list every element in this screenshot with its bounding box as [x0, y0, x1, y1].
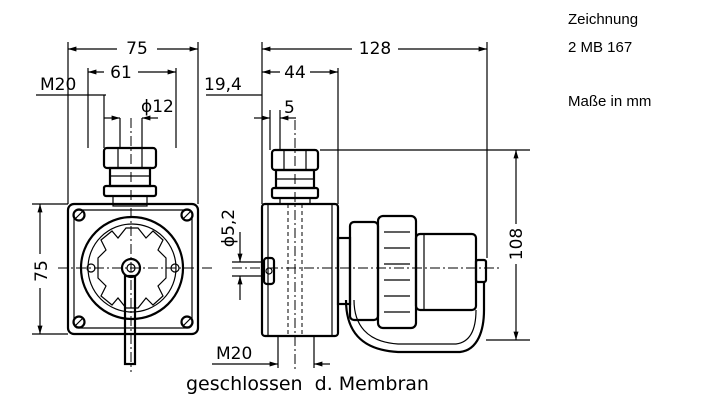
- side-lever: [344, 282, 486, 354]
- dim-thread-span: 61: [110, 63, 132, 83]
- dim-side-offset: 19,4: [204, 75, 242, 95]
- dim-side-hole: ϕ5,2: [219, 209, 239, 247]
- side-cap: [376, 214, 418, 330]
- front-housing: [66, 202, 200, 336]
- front-dimensions: 75 61 M20 ϕ12 75: [29, 37, 199, 335]
- dim-side-step: 5: [284, 98, 295, 118]
- drawing-caption: geschlossen d. Membran: [186, 373, 429, 395]
- front-lever: [123, 274, 137, 366]
- dim-front-width: 75: [126, 39, 148, 59]
- dim-front-height: 75: [32, 260, 52, 282]
- dim-front-diameter: ϕ12: [141, 97, 174, 117]
- dim-side-body: 44: [284, 63, 306, 83]
- front-gland-nut: [102, 146, 158, 170]
- front-view: [58, 118, 212, 372]
- units-note: Maße in mm: [568, 93, 652, 110]
- dim-side-height: 108: [507, 228, 527, 260]
- side-view: [232, 120, 500, 372]
- drawing-label: Zeichnung: [568, 11, 639, 28]
- dim-side-thread: M20: [216, 344, 252, 364]
- dim-side-length: 128: [359, 39, 391, 59]
- side-dimensions: 128 19,4 44 5 ϕ5,2 108 M20: [204, 37, 530, 368]
- corner-screws: [72, 208, 194, 329]
- dim-front-thread: M20: [40, 75, 76, 95]
- drawing-number: 2 MB 167: [568, 39, 633, 56]
- side-cylinder: [414, 232, 478, 312]
